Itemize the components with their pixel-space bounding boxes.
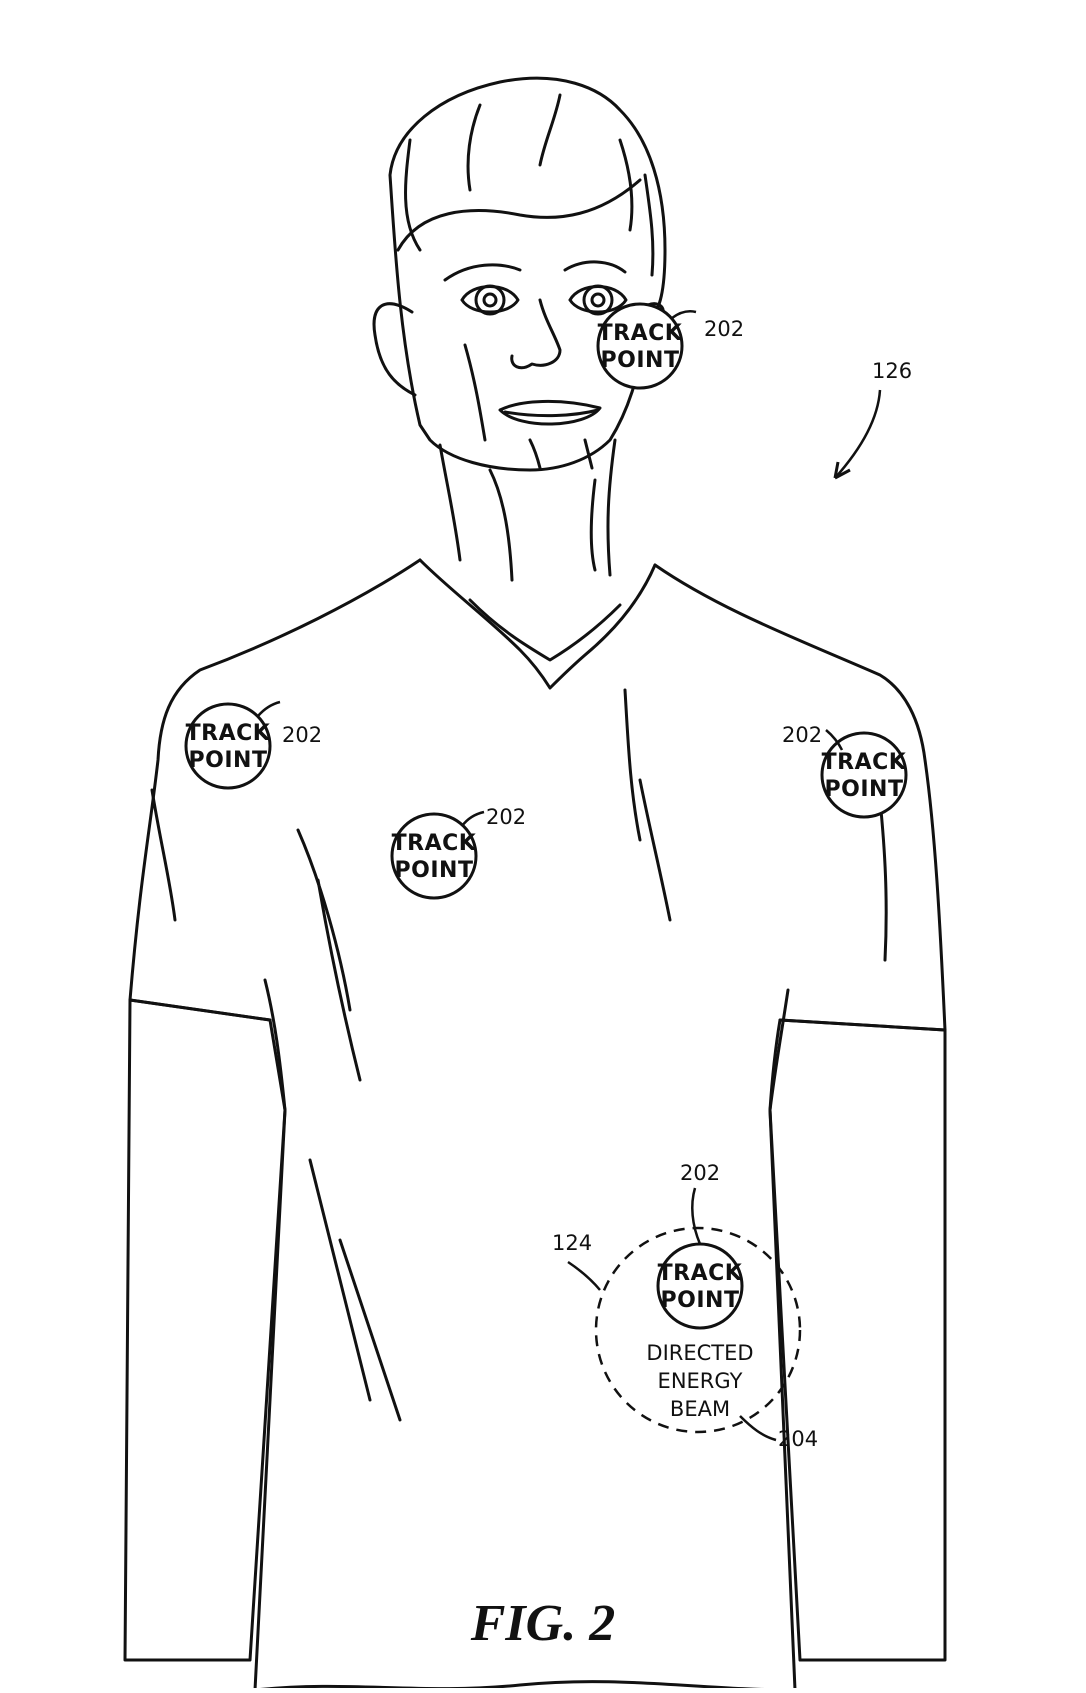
face-line (583, 438, 594, 470)
track-point-marker: TRACK POINT (184, 700, 281, 790)
neck-right (606, 438, 617, 577)
neck-inner-line (589, 478, 597, 572)
shirt-collar-inner (468, 598, 622, 662)
ref-202: 202 (282, 723, 322, 747)
right-arm (768, 1028, 947, 1662)
left-eyebrow (443, 263, 522, 282)
shirt-fold (316, 878, 362, 1082)
hair-strand (618, 138, 634, 232)
ref-202: 202 (486, 805, 526, 829)
hair-strand (643, 173, 655, 277)
right-eyebrow (563, 260, 627, 274)
left-eye-lid (460, 285, 520, 314)
leader-124 (567, 1260, 601, 1291)
ref-202: 202 (680, 1161, 720, 1185)
shirt-fold (878, 798, 888, 962)
shirt-collar (418, 558, 657, 690)
shirt-fold (150, 788, 177, 922)
hair-strand (404, 138, 422, 252)
arrowhead-126 (833, 461, 851, 480)
shirt-fold (308, 1158, 372, 1402)
ref-204: 204 (778, 1427, 818, 1451)
track-point-line1: TRACK (186, 721, 271, 746)
right-pupil (590, 292, 606, 308)
hair-strand (466, 103, 482, 192)
track-point-line2: POINT (825, 777, 904, 802)
beam-label-line1: DIRECTED (646, 1341, 753, 1365)
ref-202: 202 (782, 723, 822, 747)
ref-124: 124 (552, 1231, 592, 1255)
track-point-line1: TRACK (658, 1261, 743, 1286)
mouth (498, 399, 602, 426)
shirt-hem (253, 1680, 797, 1692)
face-line (463, 343, 487, 442)
head-outline (388, 76, 667, 472)
figure-caption: FIG. 2 (470, 1595, 615, 1652)
face-line (528, 438, 542, 470)
leader-204 (739, 1415, 777, 1442)
arrow-126 (834, 389, 882, 479)
beam-label-line2: ENERGY (658, 1369, 743, 1393)
energy-beam-area (594, 1226, 802, 1434)
track-point-marker: TRACK POINT (656, 1187, 744, 1330)
ref-202: 202 (704, 317, 744, 341)
shirt-fold (638, 778, 672, 922)
neck-inner-line (488, 468, 514, 582)
mouth-line (503, 408, 600, 418)
right-sleeve-hem (778, 1018, 947, 1032)
hairline (396, 178, 642, 252)
nose (510, 298, 562, 370)
ref-126: 126 (872, 359, 912, 383)
track-point-marker: TRACK POINT (390, 810, 485, 900)
track-point-line1: TRACK (392, 831, 477, 856)
left-sleeve-hem (128, 998, 272, 1022)
shirt-fold (338, 1238, 402, 1422)
track-point-line2: POINT (189, 748, 268, 773)
track-point-line2: POINT (661, 1288, 740, 1313)
track-point-marker: TRACK POINT (820, 729, 908, 819)
track-point-marker: TRACK POINT (596, 302, 697, 390)
beam-label-line3: BEAM (670, 1397, 730, 1421)
right-eye-lid (568, 285, 628, 314)
track-point-line2: POINT (395, 858, 474, 883)
hair-strand (538, 93, 562, 167)
track-point-line1: TRACK (598, 321, 683, 346)
torso-left-side (263, 978, 287, 1112)
left-ear (372, 302, 417, 397)
left-arm (123, 998, 287, 1662)
shirt-fold (296, 828, 352, 1012)
torso-right-side (768, 988, 790, 1112)
track-point-line2: POINT (601, 348, 680, 373)
neck-left (438, 443, 462, 562)
left-pupil (482, 292, 498, 308)
shirt-fold (623, 688, 642, 842)
track-point-line1: TRACK (822, 750, 907, 775)
